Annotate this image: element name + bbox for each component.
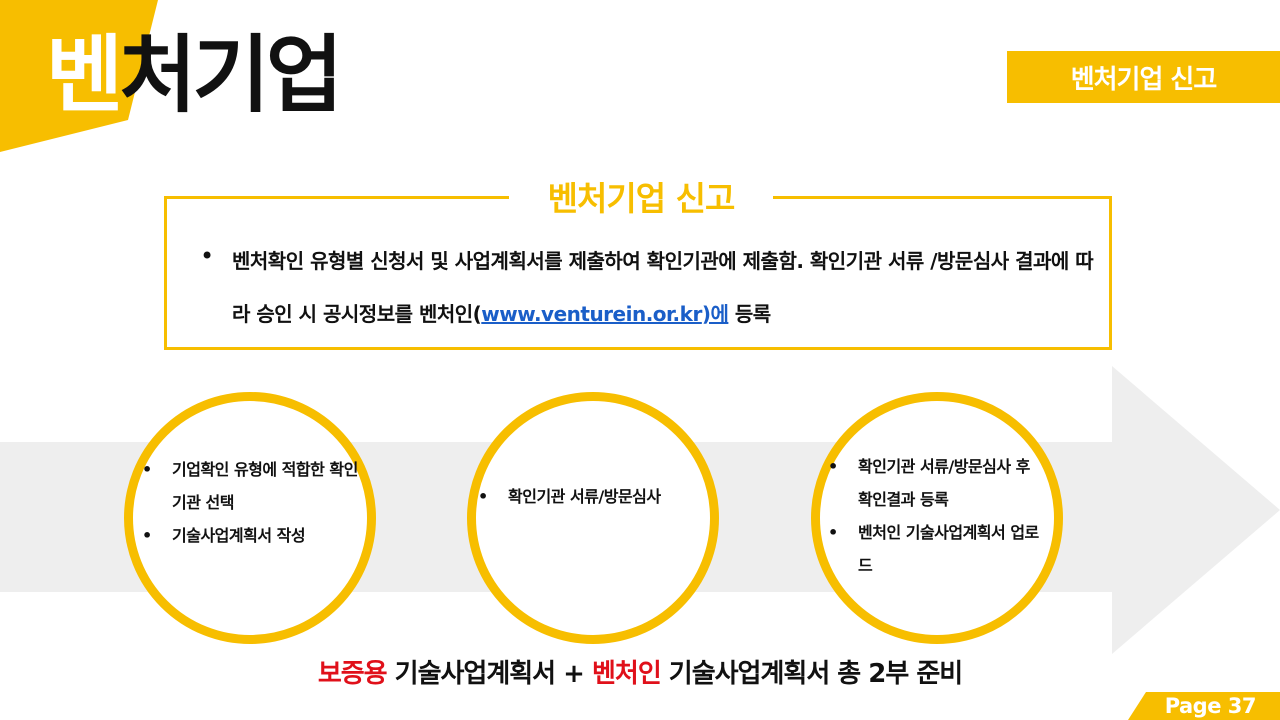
summary-line: 보증용 기술사업계획서 + 벤처인 기술사업계획서 총 2부 준비 [0,652,1280,696]
list-item: 벤처인 기술사업계획서 업로드 [828,516,1046,582]
summary-text-1: 기술사업계획서 + [386,659,592,689]
step-circle-2 [467,392,719,644]
info-text: 벤처확인 유형별 신청서 및 사업계획서를 제출하여 확인기관에 제출함. 확인… [232,235,1102,341]
summary-highlight-2: 벤처인 [591,659,662,689]
info-text-link-suffix: )에 [701,302,729,326]
section-tag: 벤처기업 신고 [1007,51,1280,103]
step-1-list: 기업확인 유형에 적합한 확인기관 선택 기술사업계획서 작성 [142,453,372,552]
page-title-rest: 처기업 [119,26,343,124]
page-number: Page 37 [1164,694,1257,718]
info-box-title: 벤처기업 신고 [509,172,773,220]
page-title-first-char: 벤 [46,26,123,124]
summary-text-2: 기술사업계획서 총 2부 준비 [660,659,963,689]
summary-highlight-1: 보증용 [317,659,388,689]
list-item: 확인기관 서류/방문심사 후 확인결과 등록 [828,450,1046,516]
list-item: 확인기관 서류/방문심사 [478,480,698,513]
venturein-link[interactable]: www.venturein.or.kr [481,302,702,326]
step-2-list: 확인기관 서류/방문심사 [478,480,698,513]
step-3-list: 확인기관 서류/방문심사 후 확인결과 등록 벤처인 기술사업계획서 업로드 [828,450,1046,582]
page-badge-shape [1128,692,1280,720]
info-text-part1: 벤처확인 유형별 신청서 및 사업계획서를 제출하여 확인기관에 제출함. 확인… [232,249,1094,326]
corner-accent-shape [0,0,158,152]
info-bullet: • [200,242,215,270]
list-item: 기술사업계획서 작성 [142,519,372,552]
page-title: 벤처기업 [46,20,343,130]
list-item: 기업확인 유형에 적합한 확인기관 선택 [142,453,372,519]
info-text-part3: 등록 [728,302,771,326]
